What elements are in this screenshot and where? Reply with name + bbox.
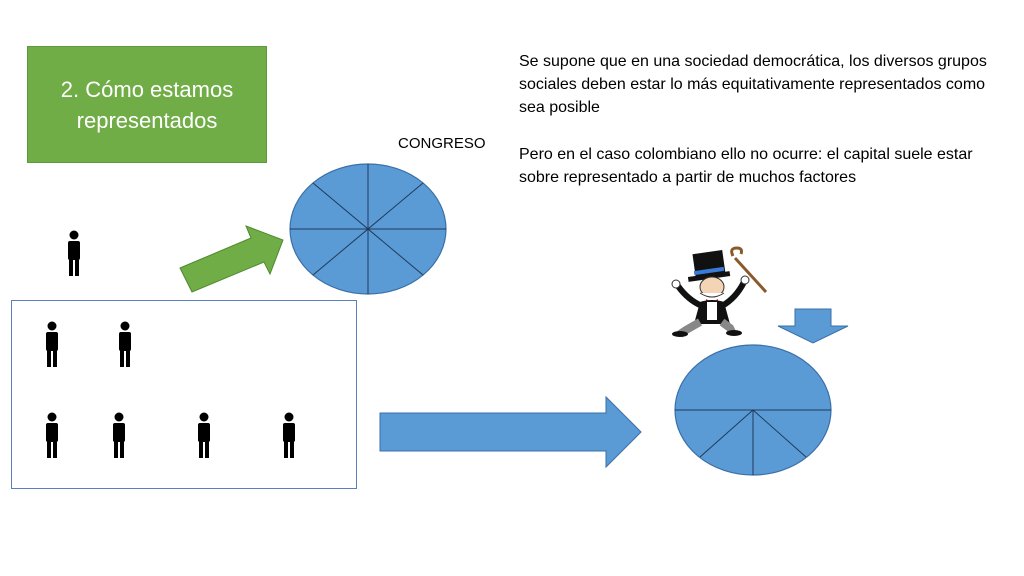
monopoly-man-illustration [671,246,768,338]
person-icon [119,321,131,367]
blue-arrow-right [379,395,642,469]
person-icon [198,412,210,458]
person-icon [46,412,58,458]
paragraph-democratic: Se supone que en una sociedad democrátic… [519,53,987,116]
paragraph-colombian: Pero en el caso colombiano ello no ocurr… [519,146,973,186]
person-icon [283,412,295,458]
capital-pie-chart [674,344,832,476]
person-icon [46,321,58,367]
slide-title: 2. Cómo estamos representados [60,76,234,133]
congreso-pie-chart [289,163,447,295]
congreso-label: CONGRESO [398,135,486,152]
title-box: 2. Cómo estamos representados [27,46,267,163]
person-icon [68,230,80,276]
people-group-box [11,300,357,489]
blue-arrow-down [777,308,849,344]
person-icon [113,412,125,458]
green-arrow [179,225,284,293]
